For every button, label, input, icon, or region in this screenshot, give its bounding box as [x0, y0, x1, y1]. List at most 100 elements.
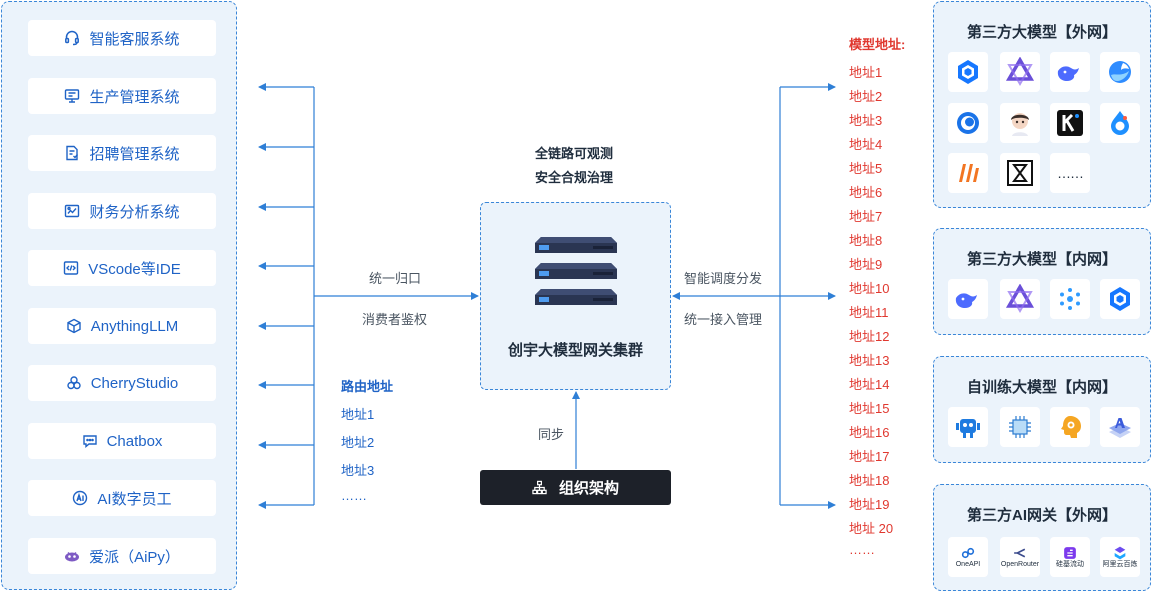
- zhipu-logo-icon[interactable]: [948, 153, 988, 193]
- deepseek-logo-icon[interactable]: [1050, 52, 1090, 92]
- org-structure-button[interactable]: 组织架构: [480, 470, 671, 505]
- client-label: Chatbox: [106, 432, 163, 450]
- route-address-item: 地址1: [341, 407, 375, 422]
- client-item-anythingllm[interactable]: AnythingLLM: [28, 308, 216, 344]
- client-item-finance[interactable]: 财务分析系统: [28, 193, 216, 229]
- sync-label: 同步: [538, 427, 565, 442]
- client-systems-panel: 智能客服系统 生产管理系统 招聘管理系统 财务分析系统 VScode等IDE A…: [1, 1, 237, 590]
- finance-icon: [64, 203, 80, 219]
- resume-icon: [64, 145, 80, 161]
- qwen-logo-icon[interactable]: [1000, 52, 1040, 92]
- consumer-auth-label: 消费者鉴权: [362, 312, 428, 327]
- model-address-item: 地址 20: [849, 521, 894, 536]
- client-label: VScode等IDE: [88, 260, 181, 278]
- panel-ai-gateway-external: 第三方AI网关【外网】 OneAPI OpenRouter 硅基流动 阿里云百炼: [933, 484, 1151, 591]
- headset-icon: [64, 30, 80, 46]
- ai-icon: [72, 490, 88, 506]
- deepseek-logo-icon[interactable]: [948, 279, 988, 319]
- client-item-cherrystudio[interactable]: CherryStudio: [28, 365, 216, 401]
- doubao-logo-icon[interactable]: [1100, 52, 1140, 92]
- org-label: 组织架构: [558, 480, 619, 497]
- aliyun-bailian-logo-icon[interactable]: 阿里云百炼: [1100, 537, 1140, 577]
- kimi-logo-icon[interactable]: [1050, 103, 1090, 143]
- dispatch-label: 智能调度分发: [684, 271, 763, 286]
- siliconflow-logo-icon[interactable]: 硅基流动: [1050, 537, 1090, 577]
- model-address-item: 地址14: [849, 377, 890, 392]
- client-item-production[interactable]: 生产管理系统: [28, 78, 216, 114]
- panel-third-party-external: 第三方大模型【外网】 ……: [933, 1, 1151, 208]
- client-label: AI数字员工: [97, 490, 172, 508]
- client-item-aipy[interactable]: 爱派（AiPy）: [28, 538, 216, 574]
- circuit-logo-icon[interactable]: [1000, 407, 1040, 447]
- robot-logo-icon[interactable]: [948, 407, 988, 447]
- route-address-ellipsis: ……: [341, 488, 367, 503]
- client-label: 智能客服系统: [89, 30, 180, 48]
- model-address-item: 地址16: [849, 425, 890, 440]
- panel-title: 第三方AI网关【外网】: [966, 507, 1117, 524]
- client-label: 财务分析系统: [89, 203, 180, 221]
- ai-stack-logo-icon[interactable]: [1100, 407, 1140, 447]
- avatar-logo-icon[interactable]: [1000, 103, 1040, 143]
- model-address-item: 地址8: [849, 233, 883, 248]
- server-icon: [535, 237, 617, 253]
- client-item-ide[interactable]: VScode等IDE: [28, 250, 216, 286]
- client-item-chatbox[interactable]: Chatbox: [28, 423, 216, 459]
- openrouter-logo-icon[interactable]: OpenRouter: [1000, 537, 1040, 577]
- client-label: AnythingLLM: [90, 317, 179, 335]
- model-address-item: 地址7: [849, 209, 883, 224]
- more-icon[interactable]: ……: [1050, 153, 1090, 193]
- server-icon: [535, 263, 617, 279]
- hunyuan-logo-icon[interactable]: [1100, 279, 1140, 319]
- model-address-item: 地址12: [849, 329, 890, 344]
- observability-line2: 安全合规治理: [535, 170, 614, 185]
- model-address-item: 地址19: [849, 497, 890, 512]
- client-label: CherryStudio: [90, 374, 179, 392]
- access-label: 统一接入管理: [684, 312, 763, 327]
- hourglass-logo-icon[interactable]: [1000, 153, 1040, 193]
- panel-self-trained-internal: 自训练大模型【内网】: [933, 356, 1151, 463]
- hunyuan-logo-icon[interactable]: [948, 52, 988, 92]
- client-item-ai-employee[interactable]: AI数字员工: [28, 480, 216, 516]
- cube-icon: [66, 318, 82, 334]
- gateway-cluster[interactable]: 创宇大模型网关集群: [480, 202, 671, 390]
- drop-logo-icon[interactable]: [1100, 103, 1140, 143]
- aipy-icon: [64, 548, 80, 564]
- brain-logo-icon[interactable]: [1050, 407, 1090, 447]
- panel-title: 第三方大模型【内网】: [966, 251, 1117, 268]
- model-address-item: 地址9: [849, 257, 883, 272]
- model-address-item: 地址15: [849, 401, 890, 416]
- code-icon: [63, 260, 79, 276]
- chat-icon: [82, 433, 98, 449]
- oneapi-logo-icon[interactable]: OneAPI: [948, 537, 988, 577]
- model-address-item: 地址2: [849, 89, 883, 104]
- route-address-item: 地址2: [341, 435, 375, 450]
- sparkle-logo-icon[interactable]: [1050, 279, 1090, 319]
- model-address-item: 地址3: [849, 113, 883, 128]
- org-chart-icon: [532, 480, 547, 495]
- model-address-item: 地址17: [849, 449, 890, 464]
- observability-line1: 全链路可观测: [535, 146, 614, 161]
- model-address-item: 地址11: [849, 305, 889, 320]
- model-address-item: 地址10: [849, 281, 890, 296]
- client-item-customer-service[interactable]: 智能客服系统: [28, 20, 216, 56]
- client-item-recruitment[interactable]: 招聘管理系统: [28, 135, 216, 171]
- model-address-item: 地址5: [849, 161, 883, 176]
- unified-entry-label: 统一归口: [369, 271, 422, 286]
- cherry-icon: [66, 375, 82, 391]
- client-label: 招聘管理系统: [89, 145, 180, 163]
- client-label: 爱派（AiPy）: [89, 548, 180, 566]
- route-address-title: 路由地址: [341, 379, 394, 394]
- model-address-item: 地址6: [849, 185, 883, 200]
- model-address-ellipsis: ……: [849, 542, 875, 557]
- model-address-item: 地址4: [849, 137, 883, 152]
- panel-title: 第三方大模型【外网】: [966, 24, 1117, 41]
- model-address-item: 地址18: [849, 473, 890, 488]
- client-label: 生产管理系统: [89, 88, 180, 106]
- model-address-item: 地址1: [849, 65, 883, 80]
- route-address-item: 地址3: [341, 463, 375, 478]
- server-icon: [535, 289, 617, 305]
- openai-swirl-logo-icon[interactable]: [948, 103, 988, 143]
- model-address-item: 地址13: [849, 353, 890, 368]
- qwen-logo-icon[interactable]: [1000, 279, 1040, 319]
